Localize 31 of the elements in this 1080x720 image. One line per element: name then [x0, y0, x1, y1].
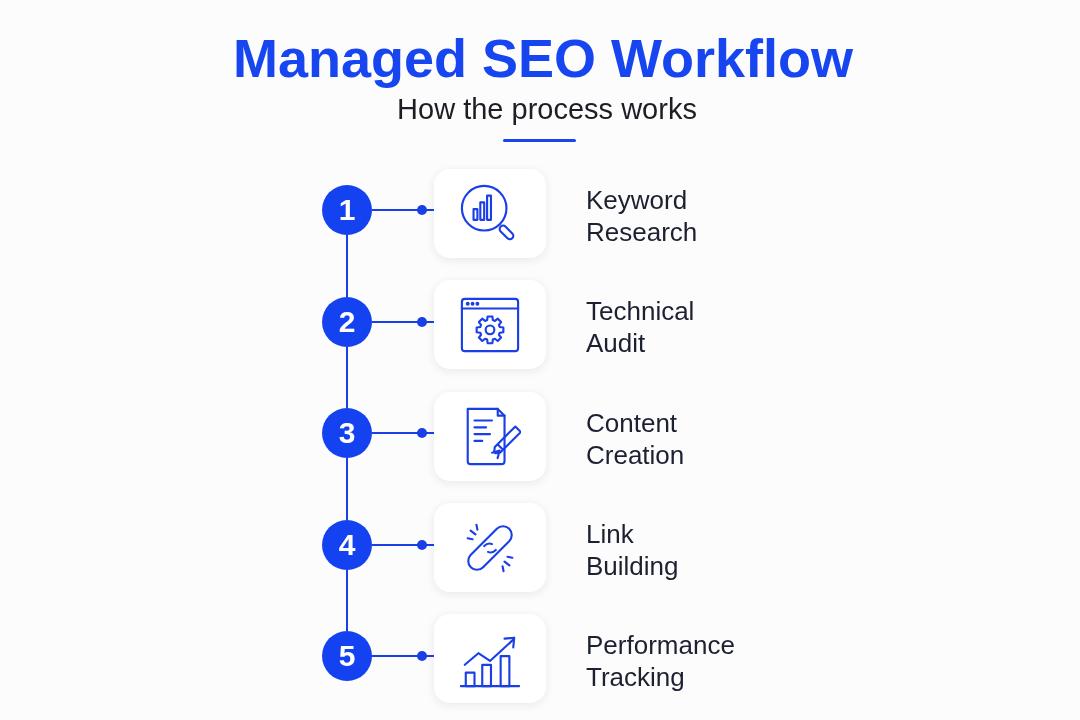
connector-line	[346, 234, 348, 298]
connector-line	[346, 346, 348, 409]
step-number: 4	[338, 528, 356, 562]
icon-card	[434, 614, 546, 703]
connector-line	[371, 205, 435, 215]
step-label: Keyword Research	[586, 183, 698, 248]
step-number: 5	[338, 639, 356, 673]
step-circle	[322, 185, 372, 235]
step-label: Content Creation	[586, 406, 685, 471]
icon-card	[434, 280, 546, 369]
step-label: Technical Audit	[586, 294, 695, 359]
step-circle	[322, 297, 372, 347]
title: Managed SEO Workflow	[232, 28, 854, 88]
step-label: Performance Tracking	[586, 628, 735, 693]
step-circle	[322, 631, 372, 681]
step-circle	[322, 408, 372, 458]
step-number: 1	[338, 193, 356, 227]
icon-card	[434, 503, 546, 592]
step-circle	[322, 520, 372, 570]
icon-card	[434, 392, 546, 481]
step-label: Link Building	[586, 517, 679, 582]
connector-line	[371, 428, 435, 438]
connector-line	[371, 651, 435, 661]
icon-card	[434, 169, 546, 258]
connector-line	[346, 569, 348, 632]
step-number: 3	[338, 416, 356, 450]
connector-line	[371, 317, 435, 327]
step-number: 2	[338, 305, 356, 339]
connector-line	[346, 457, 348, 521]
connector-line	[371, 540, 435, 550]
subtitle: How the process works	[397, 92, 697, 127]
